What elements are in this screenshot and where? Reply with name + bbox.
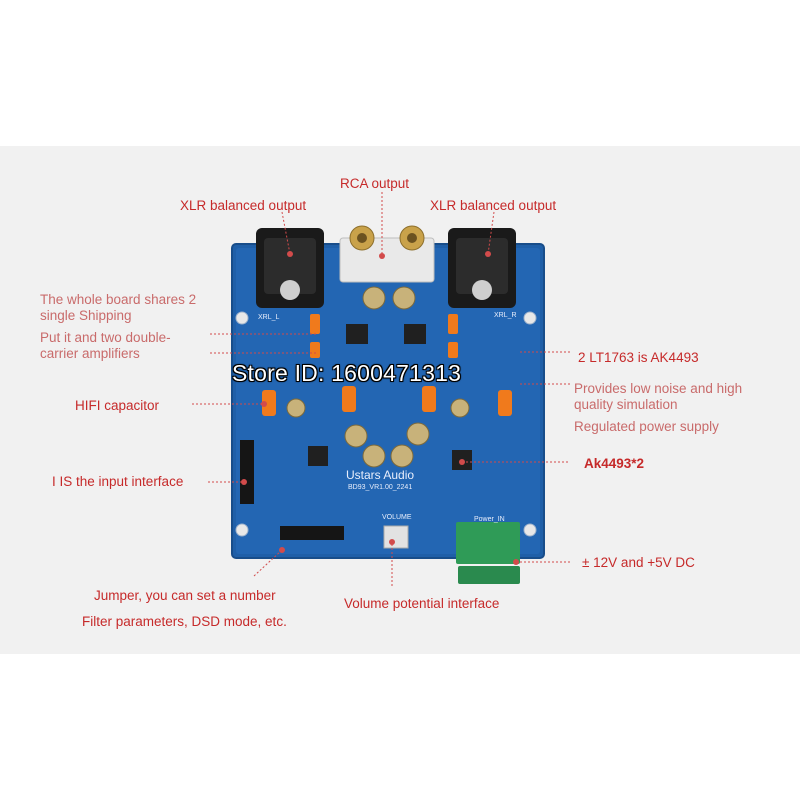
label-ak4493: Ak4493*2 [584, 456, 645, 471]
silk-brand: Ustars Audio [346, 468, 415, 482]
label-rca-output: RCA output [340, 176, 410, 191]
label-low-noise-line2: quality simulation [574, 397, 678, 412]
silk-xrl-left: XRL_L [258, 314, 280, 321]
label-whole-board-line1: The whole board shares 2 [40, 292, 197, 307]
label-jumper: Jumper, you can set a number [94, 588, 276, 603]
label-put-it-line1: Put it and two double- [40, 330, 171, 345]
label-regulated-supply: Regulated power supply [574, 419, 719, 434]
label-power: ± 12V and +5V DC [582, 555, 695, 570]
silk-volume: VOLUME [382, 514, 412, 521]
label-hifi-capacitor: HIFI capacitor [75, 398, 160, 413]
store-watermark: Store ID: 1600471313 [232, 360, 462, 386]
label-iis-interface: I IS the input interface [52, 474, 184, 489]
product-photo: XRL_L XRL_R Ustars Audio BD93_VR1.00_224… [0, 146, 800, 654]
label-xlr-left: XLR balanced output [180, 198, 307, 213]
silk-xrl-right: XRL_R [494, 312, 517, 319]
label-lt1763: 2 LT1763 is AK4493 [578, 350, 699, 365]
label-whole-board-line2: single Shipping [40, 308, 132, 323]
label-volume-interface: Volume potential interface [344, 596, 500, 611]
pcb-board-illustration [192, 192, 570, 586]
label-filter: Filter parameters, DSD mode, etc. [82, 614, 287, 629]
silk-version: BD93_VR1.00_2241 [348, 484, 413, 491]
label-low-noise-line1: Provides low noise and high [574, 381, 743, 396]
label-xlr-right: XLR balanced output [430, 198, 557, 213]
silk-power-in: Power_IN [474, 516, 505, 523]
label-put-it-line2: carrier amplifiers [40, 346, 140, 361]
